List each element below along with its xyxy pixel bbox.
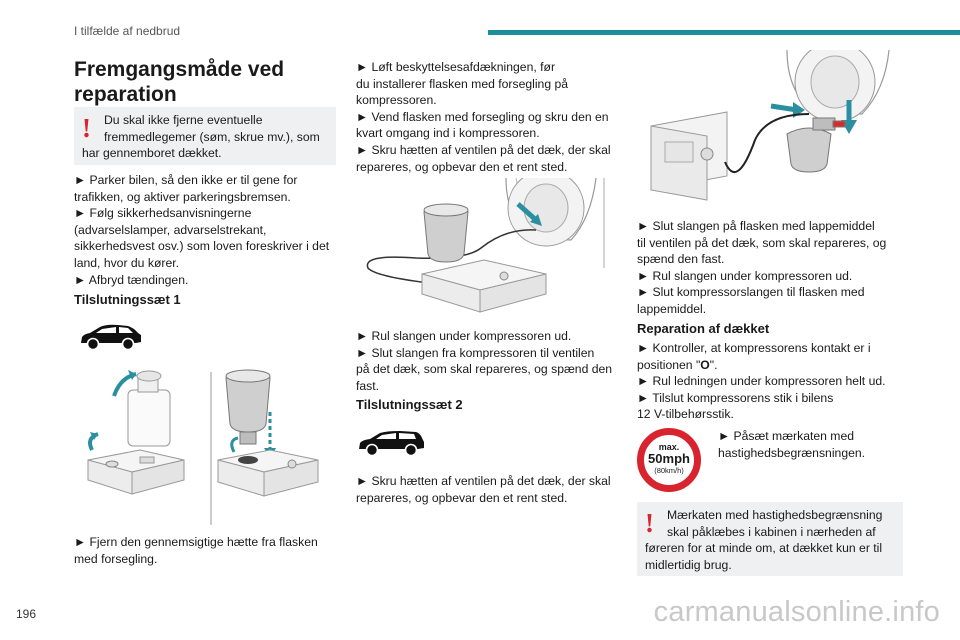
warning-text: Du skal ikke fjerne eventuelle fremmedle…	[82, 113, 320, 161]
repair-steps: ► Kontroller, at kompressorens kontakt e…	[637, 341, 886, 422]
sticker-warning-box: ! Mærkaten med hastighedsbegrænsning ska…	[637, 502, 903, 576]
page-number: 196	[16, 607, 37, 621]
sticker-warning-text: Mærkaten med hastighedsbegrænsning skal …	[645, 508, 883, 572]
exclamation-icon: !	[645, 508, 654, 538]
kit2-valve-cap-step: ► Skru hætten af ventilen på det dæk, de…	[356, 474, 611, 505]
hose-connection-steps: ► Rul slangen under kompressoren ud. ► S…	[356, 329, 613, 393]
page-title: Fremgangsmåde ved reparation	[74, 58, 285, 106]
watermark: carmanualsonline.info	[653, 596, 940, 628]
preparation-steps: ► Parker bilen, så den ikke er til gene …	[74, 173, 330, 287]
kit2-hose-steps: ► Slut slangen på flasken med lappemidde…	[637, 219, 887, 316]
kit1-hose-connection-illustration	[366, 178, 605, 313]
exclamation-icon: !	[82, 113, 91, 143]
speed-limit-badge: max. 50mph (80km/h)	[637, 428, 701, 492]
sticker-step: ► Påsæt mærkaten med hastighedsbegrænsni…	[718, 429, 866, 460]
suv-car-icon	[81, 324, 141, 351]
remove-cap-step: ► Fjern den gennemsigtige hætte fra flas…	[74, 535, 318, 566]
estate-car-icon	[359, 431, 424, 457]
kit2-heading: Tilslutningssæt 2	[356, 397, 463, 412]
repair-heading: Reparation af dækket	[637, 321, 770, 336]
kit1-cap-removal-illustration	[87, 369, 319, 525]
header-accent-bar	[488, 30, 960, 35]
warning-box: ! Du skal ikke fjerne eventuelle fremmed…	[74, 107, 336, 165]
kit2-connection-illustration	[650, 50, 890, 201]
bottle-install-steps: ► Løft beskyttelsesafdækningen, før du i…	[356, 60, 611, 174]
section-title: I tilfælde af nedbrud	[74, 24, 181, 38]
kit1-heading: Tilslutningssæt 1	[74, 292, 181, 307]
